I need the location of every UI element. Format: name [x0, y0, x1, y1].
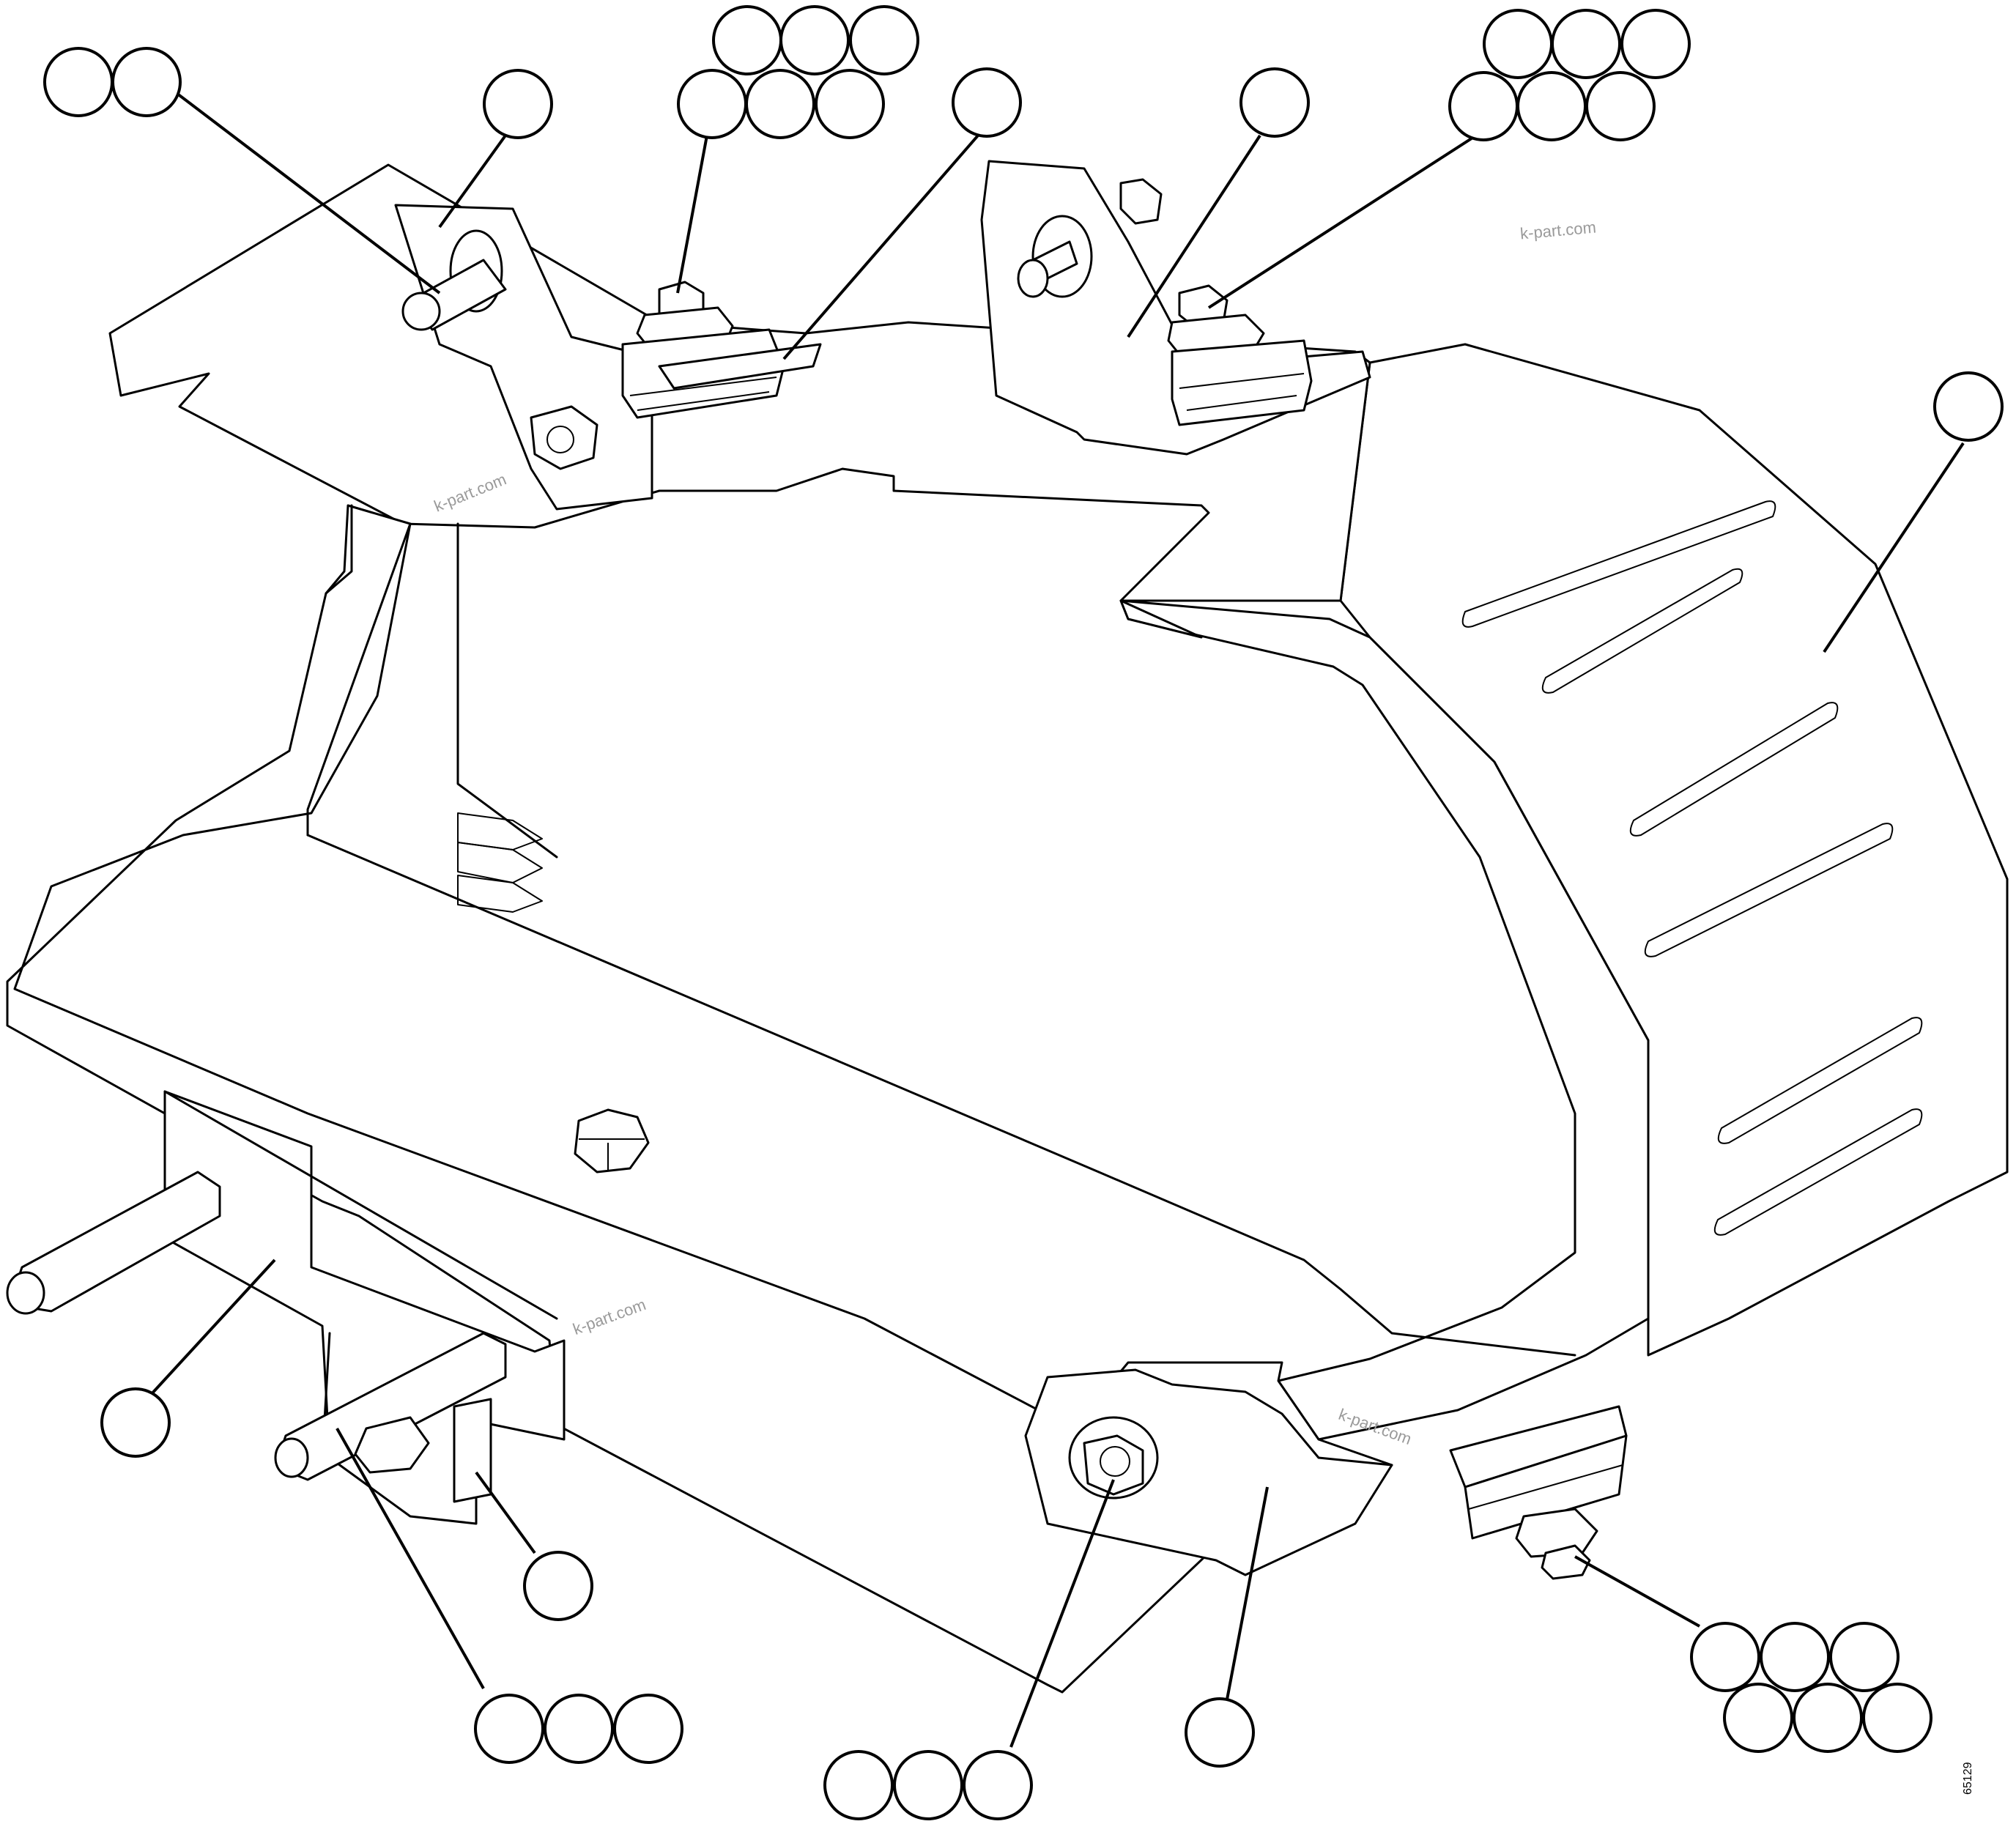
plate-hex-bolt: [574, 1108, 650, 1174]
callout-bubble: [474, 1694, 544, 1764]
callout-bubble: [1239, 67, 1310, 138]
callout-bubble: [1448, 71, 1519, 141]
guard-vent-slots: [1461, 500, 1923, 1236]
leader-lines: [149, 83, 1965, 1748]
wall-clips: [457, 812, 543, 913]
callout-bubble: [712, 5, 782, 75]
callout-bubble: [849, 5, 919, 75]
callout-bubble: [1723, 1683, 1793, 1753]
callout-bubble: [544, 1694, 614, 1764]
callout-bubble: [1516, 71, 1587, 141]
top-right-hardware: [1167, 284, 1313, 426]
callout-bubble: [43, 47, 114, 117]
callout-bubble: [1551, 9, 1621, 79]
callout-bubble: [1760, 1622, 1830, 1692]
callout-bubble: [1793, 1683, 1863, 1753]
callout-bubble: [745, 69, 815, 139]
lower-right-bracket: [1024, 1368, 1393, 1576]
callout-bubble: [1483, 9, 1553, 79]
callout-bubble: [815, 69, 885, 139]
callout-bubble: [677, 69, 747, 139]
callout-bubble: [613, 1694, 683, 1764]
top-center-hardware: [621, 281, 822, 419]
callout-bubble: [111, 47, 182, 117]
lower-right-hardware: [1449, 1405, 1628, 1580]
callout-bubble: [1620, 9, 1691, 79]
top-left-bracket: [394, 204, 653, 511]
callout-bubbles: [43, 5, 2004, 1820]
callout-bubble: [1829, 1622, 1900, 1692]
callout-bubble: [963, 1750, 1033, 1820]
callout-bubble: [1185, 1697, 1255, 1768]
callout-bubble: [893, 1750, 963, 1820]
callout-bubble: [1933, 371, 2004, 442]
callout-bubble: [1862, 1683, 1932, 1753]
figure-number: 65129: [1962, 1762, 1974, 1795]
callout-bubble: [1585, 71, 1656, 141]
lower-floor-plate: [306, 834, 1576, 1357]
lower-left-block: [6, 1090, 566, 1525]
callout-bubble: [1690, 1622, 1760, 1692]
callout-bubble: [483, 69, 553, 139]
callout-bubble: [823, 1750, 894, 1820]
guard-outer-shell: [1339, 343, 2009, 1357]
callout-bubble: [523, 1551, 593, 1621]
callout-bubble: [100, 1387, 171, 1458]
callout-bubble: [779, 5, 850, 75]
callout-bubble: [952, 67, 1022, 138]
